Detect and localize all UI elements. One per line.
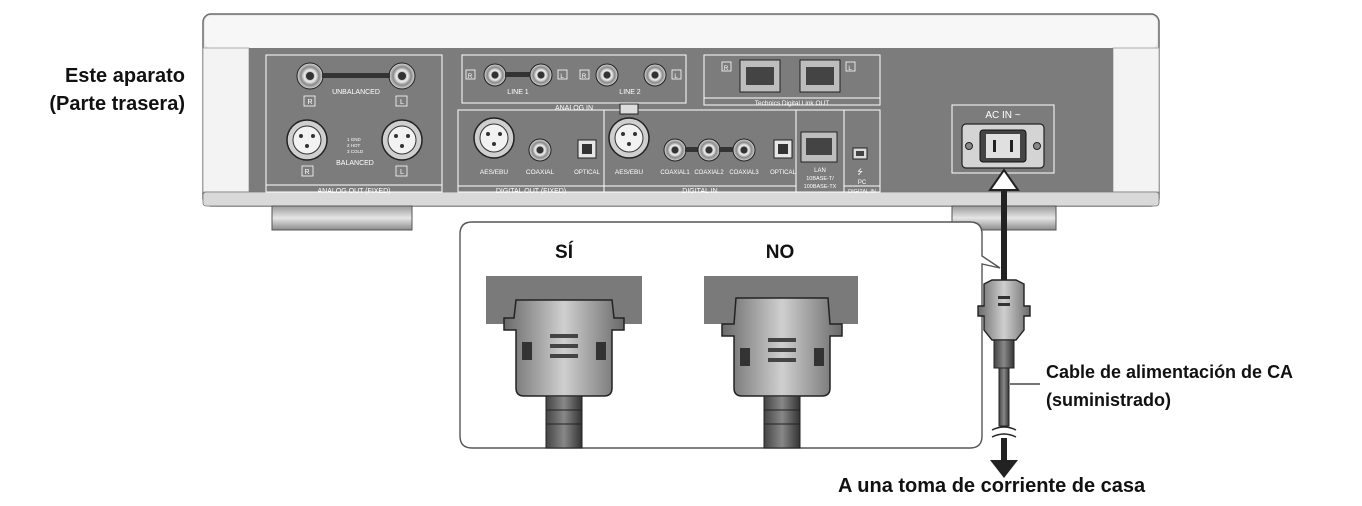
cable-label-line2: (suministrado) bbox=[1046, 390, 1172, 410]
line1-label: LINE 1 bbox=[507, 89, 529, 96]
device-label-line2: (Parte trasera) bbox=[49, 93, 185, 115]
unbalanced-l-mark: L bbox=[400, 99, 404, 106]
lan-100base-label: 100BASE-TX bbox=[804, 184, 837, 190]
lan-10base-label: 10BASE-T/ bbox=[806, 176, 834, 182]
digital-in-section-label: DIGITAL IN bbox=[682, 188, 717, 195]
device-rear bbox=[202, 13, 1160, 231]
insert-arrow-icon bbox=[988, 168, 1020, 191]
digital-in-coax1-label: COAXIAL1 bbox=[660, 170, 690, 176]
pc-label: PC bbox=[858, 180, 867, 186]
digital-in-section bbox=[603, 103, 797, 193]
digital-out-aes-label: AES/EBU bbox=[480, 169, 508, 176]
ac-in-label: AC IN ~ bbox=[985, 110, 1020, 121]
pin-3-label: 3 COLD bbox=[347, 149, 364, 154]
line1-l-mark: L bbox=[560, 74, 564, 80]
digital-out-coaxial-label: COAXIAL bbox=[526, 169, 555, 176]
line2-l-mark: L bbox=[674, 74, 678, 80]
digital-out-section bbox=[457, 109, 605, 193]
technics-digital-link-section bbox=[703, 54, 881, 106]
technics-link-label: Technics Digital Link OUT bbox=[755, 100, 829, 107]
lan-label: LAN bbox=[814, 168, 826, 174]
digital-in-coax3-label: COAXIAL3 bbox=[729, 170, 759, 176]
line2-r-mark: R bbox=[582, 74, 587, 80]
power-cord bbox=[977, 168, 1040, 478]
analog-out-section-label: ANALOG OUT (FIXED) bbox=[318, 188, 391, 195]
cable-label: Cable de alimentación de CA (suministrad… bbox=[1046, 358, 1293, 414]
callout-labels: SÍ NO bbox=[555, 241, 794, 263]
unbalanced-r-mark: R bbox=[307, 99, 312, 106]
digital-in-aes-label: AES/EBU bbox=[615, 169, 643, 176]
device-label-line1: Este aparato bbox=[64, 65, 185, 87]
balanced-label: BALANCED bbox=[336, 160, 374, 167]
lan-pc-section: ⭍ bbox=[795, 109, 881, 193]
line2-label: LINE 2 bbox=[619, 89, 641, 96]
digital-link-r-mark: R bbox=[724, 66, 729, 72]
correct-plug-illustration bbox=[486, 276, 642, 449]
analog-in-section bbox=[461, 54, 687, 104]
panel-labels: UNBALANCED R L BALANCED 1 GND 2 HOT 3 CO… bbox=[304, 66, 1020, 195]
digital-in-coax2-label: COAXIAL2 bbox=[694, 170, 724, 176]
unbalanced-label: UNBALANCED bbox=[332, 89, 380, 96]
cable-label-line1: Cable de alimentación de CA bbox=[1046, 362, 1294, 382]
correct-label: SÍ bbox=[555, 241, 574, 263]
incorrect-label: NO bbox=[766, 242, 795, 263]
digital-out-section-label: DIGITAL OUT (FIXED) bbox=[496, 188, 566, 195]
pc-section-label: DIGITAL IN bbox=[848, 189, 876, 195]
digital-out-optical-label: OPTICAL bbox=[574, 170, 600, 176]
pin-2-label: 2 HOT bbox=[347, 143, 361, 148]
usb-icon: ⭍ bbox=[857, 168, 863, 176]
outlet-arrow-icon bbox=[990, 460, 1018, 478]
analog-in-section-label: ANALOG IN bbox=[555, 105, 593, 112]
outlet-label: A una toma de corriente de casa bbox=[838, 475, 1146, 497]
digital-in-optical-label: OPTICAL bbox=[770, 170, 796, 176]
digital-link-l-mark: L bbox=[848, 66, 852, 72]
power-plug bbox=[977, 279, 1031, 341]
ac-in-section bbox=[951, 104, 1055, 174]
device-label: Este aparato (Parte trasera) bbox=[0, 62, 185, 118]
device-foot-left bbox=[271, 205, 413, 231]
analog-out-section bbox=[265, 54, 443, 193]
line1-r-mark: R bbox=[468, 74, 473, 80]
balanced-r-mark: R bbox=[304, 169, 309, 176]
incorrect-plug-illustration bbox=[704, 276, 858, 449]
pin-1-label: 1 GND bbox=[347, 137, 362, 142]
balanced-l-mark: L bbox=[400, 169, 404, 176]
